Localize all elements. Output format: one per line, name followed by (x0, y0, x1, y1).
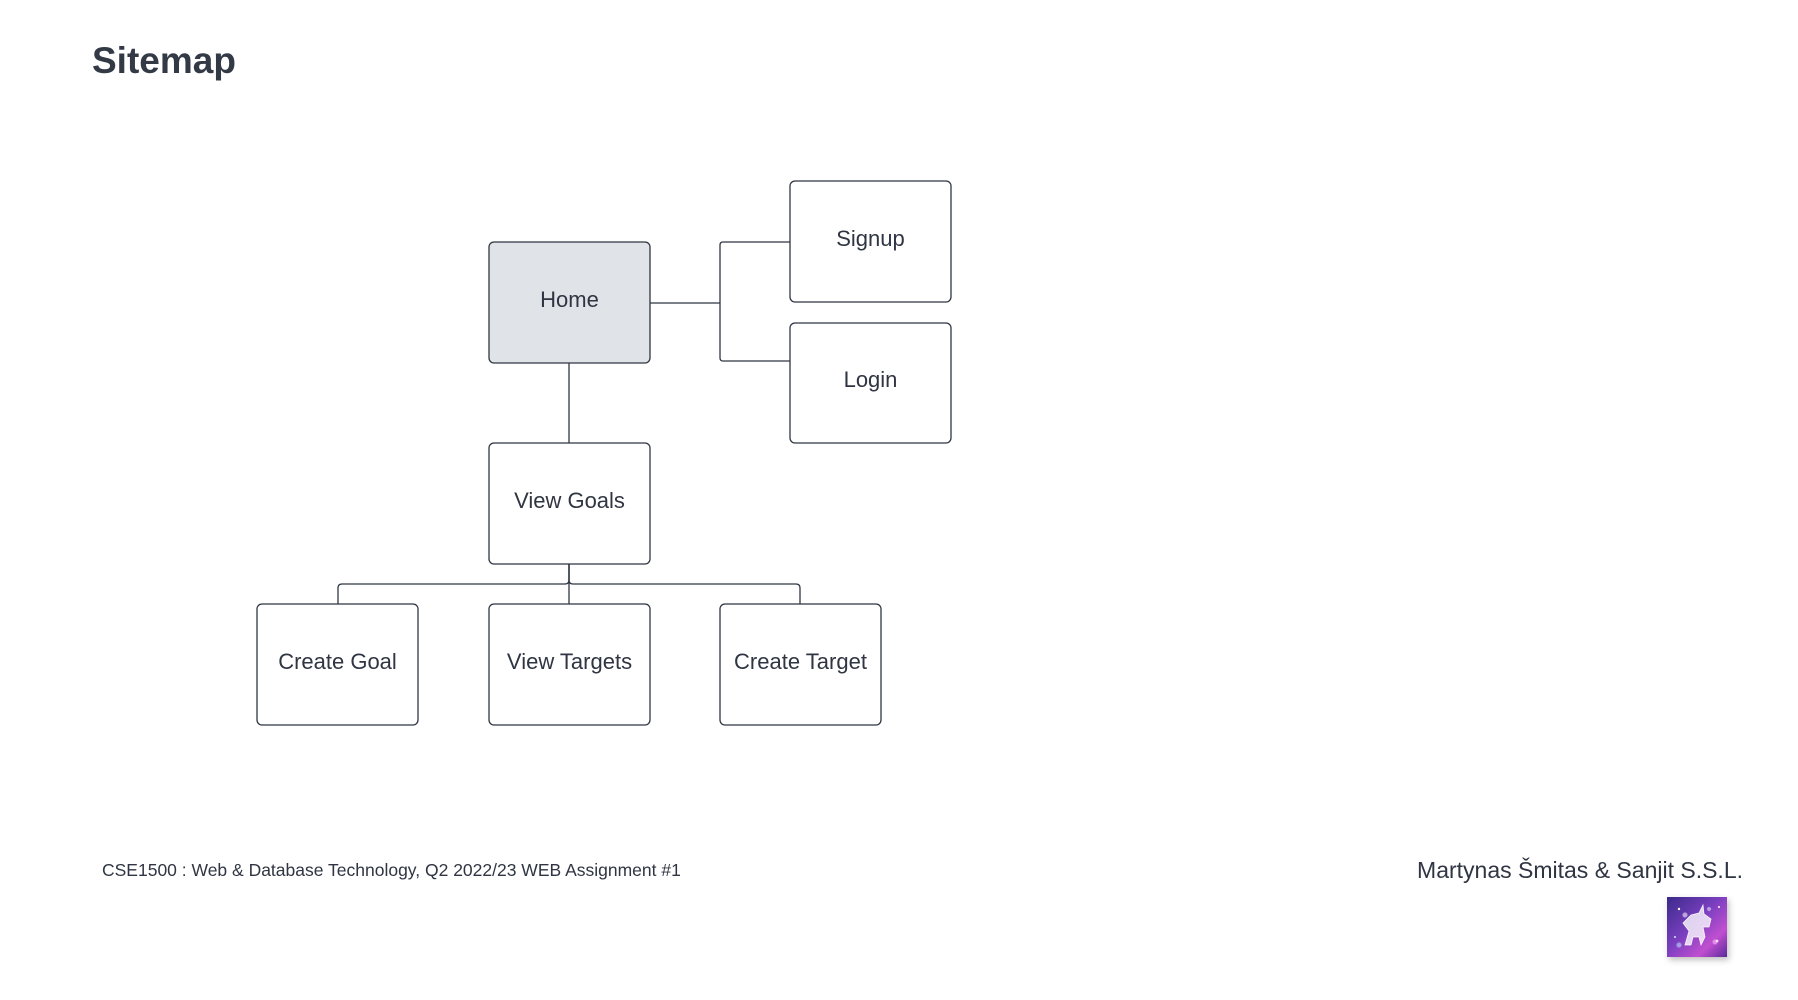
node-home-box (488, 241, 651, 364)
node-signup-box (789, 180, 952, 303)
node-view-targets: View Targets (488, 603, 651, 726)
node-view-targets-label: View Targets (507, 649, 632, 674)
node-create-target: Create Target (719, 603, 882, 726)
footer-authors: Martynas Šmitas & Sanjit S.S.L. (1417, 857, 1743, 883)
node-create-goal-label: Create Goal (278, 649, 397, 674)
connector-view-goals-create-target (568, 564, 801, 604)
node-login: Login (789, 322, 952, 444)
node-home: Home (488, 241, 651, 364)
node-home-label: Home (540, 287, 599, 312)
node-create-target-label: Create Target (734, 649, 867, 674)
node-view-targets-box (488, 603, 651, 726)
page-title: Sitemap (92, 40, 236, 81)
unicorn-logo-icon (1667, 897, 1727, 957)
node-view-goals-box (488, 442, 651, 565)
connectors (337, 241, 801, 604)
connector-view-goals-create-goal (337, 564, 570, 604)
node-signup-label: Signup (836, 226, 905, 251)
node-view-goals-label: View Goals (514, 488, 625, 513)
footer-course-info: CSE1500 : Web & Database Technology, Q2 … (102, 860, 681, 880)
node-login-box (789, 322, 952, 444)
node-view-goals: View Goals (488, 442, 651, 565)
node-create-goal: Create Goal (256, 603, 419, 726)
node-create-target-box (719, 603, 882, 726)
node-create-goal-box (256, 603, 419, 726)
connector-signup (719, 241, 790, 303)
node-login-label: Login (844, 367, 898, 392)
node-signup: Signup (789, 180, 952, 303)
connector-login (719, 303, 790, 362)
